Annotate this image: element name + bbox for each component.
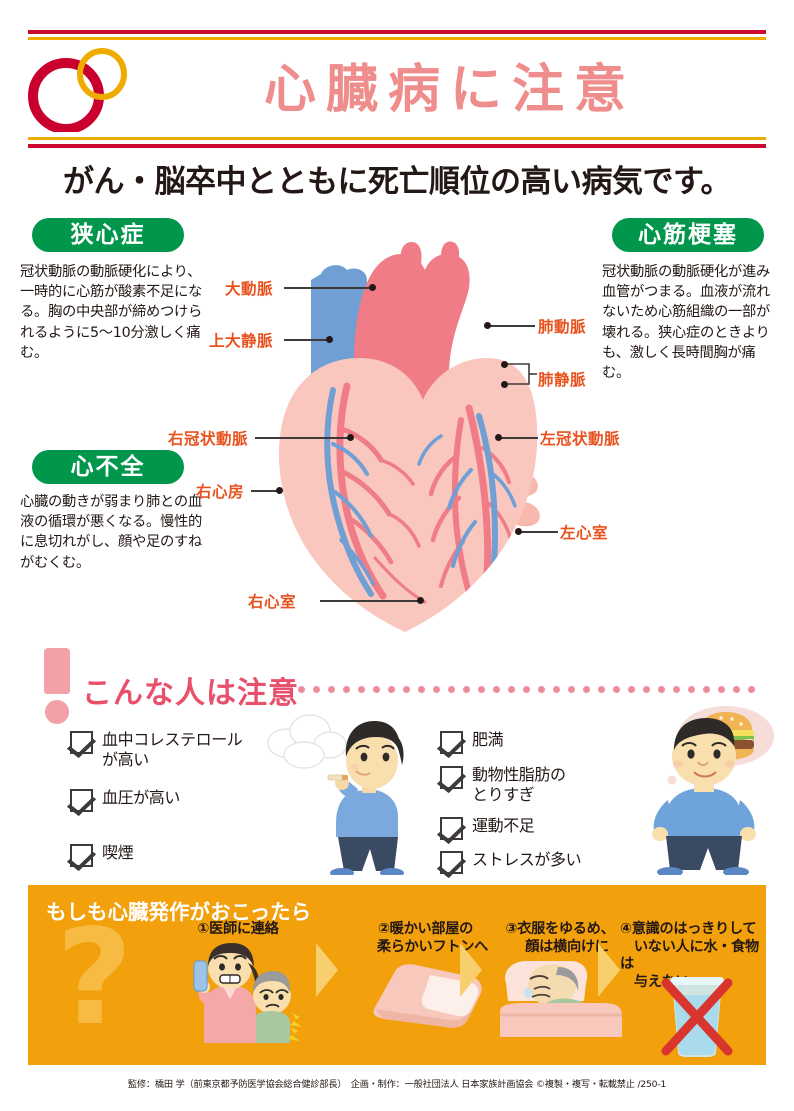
attention-section-title: こんな人は注意 bbox=[82, 676, 299, 711]
obese-man-burger-thought-illustration bbox=[620, 700, 780, 877]
checklist-label: 喫煙 bbox=[102, 843, 134, 862]
arrow-chevron-3 bbox=[598, 943, 620, 997]
emergency-step-1: ①医師に連絡 bbox=[158, 921, 318, 1043]
arrow-chevron-1 bbox=[316, 943, 338, 997]
page-subtitle: がん・脳卒中とともに死亡順位の高い病気です。 bbox=[63, 164, 731, 200]
leader-line-right-ventricle bbox=[320, 600, 420, 602]
emergency-step-1-label: ①医師に連絡 bbox=[197, 921, 279, 937]
heart-label-left-ventricle: 左心室 bbox=[560, 524, 609, 542]
leader-dot-pulmonary-artery bbox=[484, 322, 491, 329]
emergency-title: もしも心臓発作がおこったら bbox=[46, 900, 312, 924]
leader-line-right-atrium bbox=[251, 490, 279, 492]
leader-dot-aorta bbox=[369, 284, 376, 291]
checklist-item-lack-of-exercise[interactable]: 運動不足 bbox=[440, 816, 620, 840]
checkbox-icon[interactable] bbox=[70, 844, 93, 867]
checklist-label: 血中コレステロール が高い bbox=[102, 730, 243, 769]
woman-calling-doctor-illustration bbox=[186, 943, 302, 1049]
smoking-man-illustration bbox=[258, 705, 418, 878]
futon-illustration bbox=[368, 957, 486, 1039]
header-bottom-crimson-rule bbox=[28, 144, 766, 148]
header-bottom-gold-rule bbox=[28, 137, 766, 140]
crossed-out-water-glass-illustration bbox=[658, 973, 736, 1063]
checklist-item-animal-fat[interactable]: 動物性脂肪の とりすぎ bbox=[440, 765, 620, 804]
heart-label-right-ventricle: 右心室 bbox=[248, 593, 297, 611]
checklist-item-smoking[interactable]: 喫煙 bbox=[70, 843, 260, 867]
checklist-item-obesity[interactable]: 肥満 bbox=[440, 730, 620, 754]
exclamation-icon bbox=[44, 648, 70, 724]
leader-line-pulmonary-artery bbox=[489, 325, 535, 327]
checklist-label: 血圧が高い bbox=[102, 788, 181, 807]
emergency-band: もしも心臓発作がおこったら ? ①医師に連絡 bbox=[28, 885, 766, 1065]
footer-credits: 監修：橋田 学（前東京都予防医学協会総合健診部長） 企画・制作：一般社団法人 日… bbox=[127, 1079, 667, 1090]
panel-title-angina: 狭心症 bbox=[32, 218, 184, 252]
checkbox-icon[interactable] bbox=[440, 731, 463, 754]
header-top-crimson-rule bbox=[28, 30, 766, 34]
panel-title-heart-failure: 心不全 bbox=[32, 450, 184, 484]
leader-line-right-coronary-artery bbox=[255, 437, 350, 439]
leader-bracket-pulmonary-vein bbox=[505, 360, 537, 388]
leader-dot-right-ventricle bbox=[417, 597, 424, 604]
leader-dot-pulmonary-vein-upper bbox=[501, 361, 508, 368]
checkbox-icon[interactable] bbox=[70, 789, 93, 812]
attention-dotted-divider bbox=[298, 686, 768, 693]
checklist-label: 肥満 bbox=[472, 730, 504, 749]
checkbox-icon[interactable] bbox=[440, 817, 463, 840]
heart-label-pulmonary-artery: 肺動脈 bbox=[538, 318, 587, 336]
checklist-label: ストレスが多い bbox=[472, 850, 582, 869]
emergency-step-3: ③衣服をゆるめ、 顔は横向けに bbox=[480, 921, 640, 1037]
interlocking-rings-logo bbox=[24, 46, 132, 134]
leader-line-left-coronary-artery bbox=[500, 437, 538, 439]
leader-line-superior-vena-cava bbox=[284, 339, 329, 341]
header-top-gold-rule bbox=[28, 37, 766, 40]
leader-dot-pulmonary-vein-lower bbox=[501, 381, 508, 388]
question-mark-watermark: ? bbox=[56, 901, 133, 1055]
emergency-step-4: ④意識のはっきりして いない人に水・食物は 与えない bbox=[620, 921, 770, 1057]
checklist-item-cholesterol[interactable]: 血中コレステロール が高い bbox=[70, 730, 260, 769]
leader-dot-right-coronary-artery bbox=[347, 434, 354, 441]
emergency-step-3-label: ③衣服をゆるめ、 顔は横向けに bbox=[505, 921, 615, 955]
heart-label-right-coronary-artery: 右冠状動脈 bbox=[168, 430, 249, 448]
checklist-label: 動物性脂肪の とりすぎ bbox=[472, 765, 566, 804]
person-lying-in-bed-illustration bbox=[500, 953, 622, 1041]
checklist-label: 運動不足 bbox=[472, 816, 535, 835]
checkbox-icon[interactable] bbox=[440, 766, 463, 789]
heart-label-aorta: 大動脈 bbox=[225, 280, 274, 298]
heart-label-pulmonary-vein: 肺静脈 bbox=[538, 371, 587, 389]
panel-body-myocardial-infarction: 冠状動脈の動脈硬化が進み血管がつまる。血液が流れないため心筋組織の一部が壊れる。… bbox=[602, 264, 770, 382]
leader-dot-left-coronary-artery bbox=[495, 434, 502, 441]
heart-label-left-coronary-artery: 左冠状動脈 bbox=[540, 430, 621, 448]
panel-body-heart-failure: 心臓の動きが弱まり肺との血液の循環が悪くなる。慢性的に息切れがし、顔や足のすねが… bbox=[20, 494, 202, 571]
leader-dot-right-atrium bbox=[276, 487, 283, 494]
leader-dot-superior-vena-cava bbox=[326, 336, 333, 343]
panel-title-myocardial-infarction: 心筋梗塞 bbox=[612, 218, 764, 252]
checklist-item-blood-pressure[interactable]: 血圧が高い bbox=[70, 788, 260, 812]
heart-label-right-atrium: 右心房 bbox=[196, 483, 245, 501]
heart-label-superior-vena-cava: 上大静脈 bbox=[209, 332, 274, 350]
arrow-chevron-2 bbox=[460, 943, 482, 997]
checklist-item-stress[interactable]: ストレスが多い bbox=[440, 850, 630, 874]
leader-dot-left-ventricle bbox=[515, 528, 522, 535]
checkbox-icon[interactable] bbox=[440, 851, 463, 874]
page-title: 心臓病に注意 bbox=[263, 60, 636, 120]
checkbox-icon[interactable] bbox=[70, 731, 93, 754]
panel-body-angina: 冠状動脈の動脈硬化により、一時的に心筋が酸素不足になる。胸の中央部が締めつけられ… bbox=[20, 264, 202, 361]
heart-anatomy-illustration bbox=[255, 240, 555, 640]
leader-line-left-ventricle bbox=[520, 531, 558, 533]
leader-line-aorta bbox=[284, 287, 372, 289]
